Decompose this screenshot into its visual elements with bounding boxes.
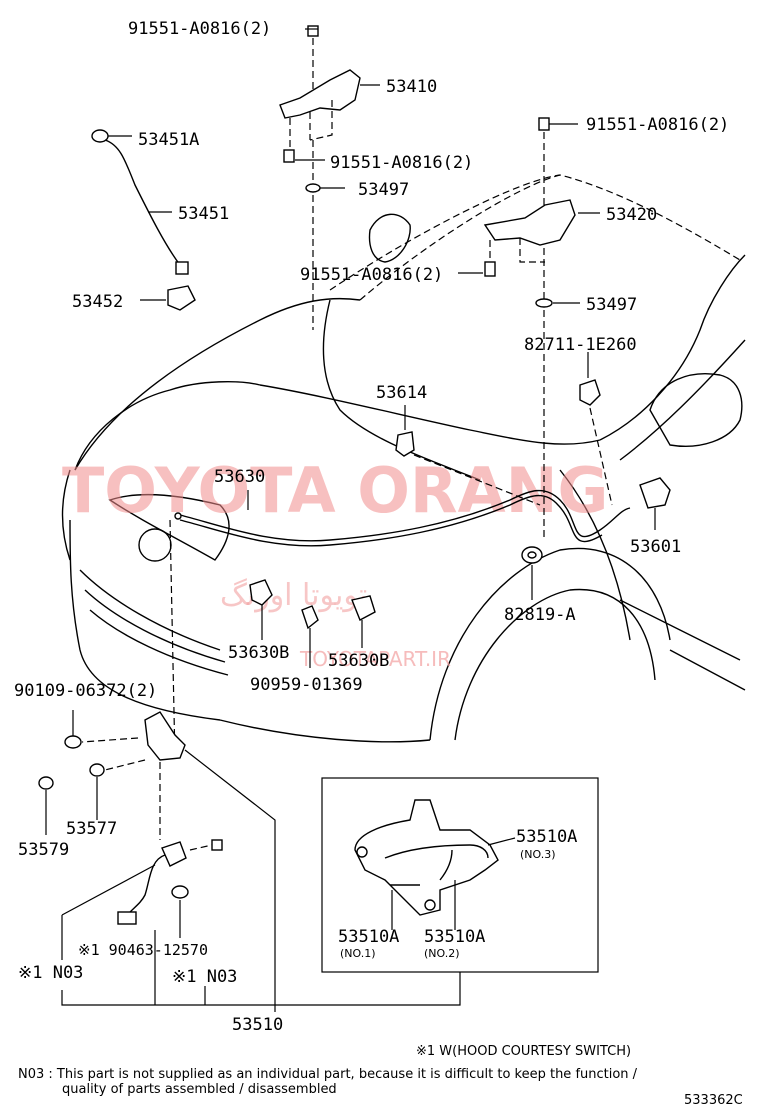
- support-rod-assembly: [91, 129, 196, 311]
- label-spring-bl-sub: (NO.1): [340, 947, 376, 960]
- label-cushion-53577: 53577: [66, 819, 117, 839]
- illustration-number: 533362C: [684, 1093, 743, 1108]
- label-cushion-53579: 53579: [18, 840, 69, 860]
- label-spring-top-sub: (NO.3): [520, 848, 556, 861]
- label-bolt-hinge-rh: 91551-A0816(2): [300, 265, 443, 285]
- label-spring-bl: 53510A: [338, 927, 399, 947]
- label-support-rod: 53451: [178, 204, 229, 224]
- label-rod-holder: 53452: [72, 292, 123, 312]
- label-spring-br-sub: (NO.2): [424, 947, 460, 960]
- label-switch-harness: ※1 90463-12570: [78, 941, 208, 959]
- label-washer-rh: 53497: [586, 295, 637, 315]
- footnotes: ※1 W(HOOD COURTESY SWITCH) N03 : This pa…: [18, 1044, 743, 1108]
- courtesy-switch: [117, 839, 223, 938]
- watermark-latin: TOYOTA ORANG: [62, 454, 608, 527]
- label-grommet-82819: 82819-A: [504, 605, 576, 625]
- cable-clamps: [249, 579, 376, 668]
- grommet-82819: [521, 546, 543, 600]
- label-lock-hook: 53614: [376, 383, 427, 403]
- release-lever-assembly: [579, 352, 671, 530]
- callout-labels: 91551-A0816(2) 53410 53451A 91551-A0816(…: [14, 19, 729, 1035]
- label-screw-90109: 90109-06372(2): [14, 681, 157, 701]
- watermark-site: TOYOTAPART.IR: [299, 647, 451, 671]
- label-clip-82711: 82711-1E260: [524, 335, 637, 355]
- spring-detail-box: [321, 777, 599, 973]
- label-bolt-hinge-lh: 91551-A0816(2): [330, 153, 473, 173]
- label-spring-br: 53510A: [424, 927, 485, 947]
- label-n03-right: ※1 N03: [172, 967, 237, 987]
- watermark-arabic: تويوتا اورنگ: [220, 578, 367, 613]
- label-hinge-lh: 53410: [386, 77, 437, 97]
- footnote-n03-line2: quality of parts assembled / disassemble…: [62, 1082, 337, 1097]
- label-release-lever: 53601: [630, 537, 681, 557]
- label-washer-lh: 53497: [358, 180, 409, 200]
- label-release-cable: 53630: [214, 467, 265, 487]
- label-n03-left: ※1 N03: [18, 963, 83, 983]
- label-bolt-top-rh: 91551-A0816(2): [586, 115, 729, 135]
- lock-hook-assembly: [395, 405, 541, 506]
- label-clamp-b-left: 53630B: [228, 643, 289, 663]
- hinge-lh-assembly: [279, 25, 380, 330]
- label-rod-grommet: 53451A: [138, 130, 199, 150]
- bracket-lines: [61, 864, 461, 1012]
- label-bolt-top-lh: 91551-A0816(2): [128, 19, 271, 39]
- label-hinge-rh: 53420: [606, 205, 657, 225]
- label-clip-90959: 90959-01369: [250, 675, 363, 695]
- watermark: TOYOTA ORANG تويوتا اورنگ TOYOTAPART.IR: [62, 454, 608, 671]
- label-lock-assy: 53510: [232, 1015, 283, 1035]
- label-clamp-b-right: 53630B: [328, 651, 389, 671]
- hinge-rh-assembly: [458, 117, 600, 540]
- release-cable: [169, 489, 631, 761]
- hood-lock-main: [38, 710, 276, 1005]
- label-spring-top: 53510A: [516, 827, 577, 847]
- car-outline: [61, 174, 746, 743]
- footnote-n03-line1: N03 : This part is not supplied as an in…: [18, 1067, 638, 1082]
- footnote-courtesy-switch: ※1 W(HOOD COURTESY SWITCH): [416, 1044, 631, 1059]
